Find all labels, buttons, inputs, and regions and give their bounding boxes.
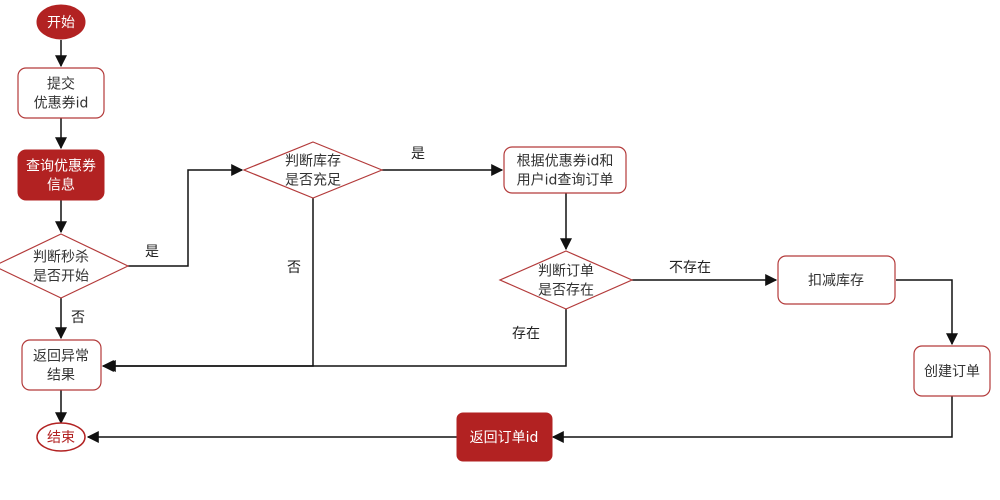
edge-check-order-exist	[103, 306, 567, 372]
node-text-line: 结束	[47, 430, 75, 446]
node-text-line: 扣减库存	[808, 273, 864, 289]
node-submit-coupon: 提交优惠券id	[17, 67, 105, 119]
node-text-line: 用户id查询订单	[517, 172, 614, 189]
node-deduct-stock: 扣减库存	[777, 255, 896, 305]
label-time-yes: 是	[145, 244, 159, 260]
label-stock-no: 否	[287, 260, 301, 276]
node-text-line: 返回异常	[33, 349, 89, 365]
node-text-line: 根据优惠券id和	[517, 154, 614, 170]
node-check-time: 判断秒杀是否开始	[0, 233, 130, 299]
node-start: 开始	[36, 4, 86, 40]
svg-text:查询优惠券信息: 查询优惠券信息	[26, 159, 96, 194]
svg-text:创建订单: 创建订单	[924, 364, 980, 380]
svg-text:扣减库存: 扣减库存	[808, 273, 864, 289]
svg-text:返回订单id: 返回订单id	[470, 430, 539, 446]
svg-text:结束: 结束	[47, 430, 75, 446]
node-return-order-id: 返回订单id	[456, 412, 553, 462]
edge-check-time-yes	[128, 164, 244, 267]
node-text-line: 是否存在	[538, 283, 594, 299]
node-query-coupon: 查询优惠券信息	[17, 149, 105, 201]
svg-text:开始: 开始	[47, 15, 75, 31]
svg-text:根据优惠券id和用户id查询订单: 根据优惠券id和用户id查询订单	[517, 154, 614, 189]
node-text-line: 返回订单id	[470, 430, 539, 446]
node-text-line: 创建订单	[924, 364, 980, 380]
node-text-line: 判断秒杀	[33, 250, 89, 266]
node-text-line: 判断订单	[538, 264, 594, 280]
svg-text:返回异常结果: 返回异常结果	[33, 349, 89, 384]
connectors	[55, 40, 958, 443]
node-text-line: 是否充足	[285, 173, 341, 189]
edge-create-to-return-id	[551, 396, 953, 443]
label-order-exist: 存在	[512, 326, 540, 342]
node-query-order: 根据优惠券id和用户id查询订单	[503, 146, 627, 194]
label-stock-yes: 是	[411, 146, 425, 162]
node-text-line: 信息	[47, 177, 75, 194]
node-check-order: 判断订单是否存在	[498, 250, 634, 310]
node-text-line: 结果	[47, 368, 75, 384]
svg-text:判断秒杀是否开始: 判断秒杀是否开始	[33, 250, 89, 285]
node-end: 结束	[36, 422, 86, 452]
label-time-no: 否	[71, 310, 85, 326]
node-text-line: 开始	[47, 15, 75, 31]
node-create-order: 创建订单	[913, 345, 991, 397]
svg-text:提交优惠券id: 提交优惠券id	[34, 76, 89, 112]
node-return-error: 返回异常结果	[21, 339, 102, 391]
edge-deduct-to-create	[896, 279, 958, 346]
node-text-line: 查询优惠券	[26, 159, 96, 175]
node-text-line: 是否开始	[33, 269, 89, 285]
node-check-stock: 判断库存是否充足	[242, 141, 384, 199]
node-text-line: 提交	[47, 76, 75, 93]
node-text-line: 判断库存	[285, 154, 341, 170]
svg-text:判断订单是否存在: 判断订单是否存在	[538, 264, 594, 299]
edge-check-stock-no	[101, 198, 314, 372]
svg-text:判断库存是否充足: 判断库存是否充足	[285, 154, 341, 189]
label-order-not-exist: 不存在	[669, 260, 711, 276]
node-text-line: 优惠券id	[34, 96, 89, 112]
